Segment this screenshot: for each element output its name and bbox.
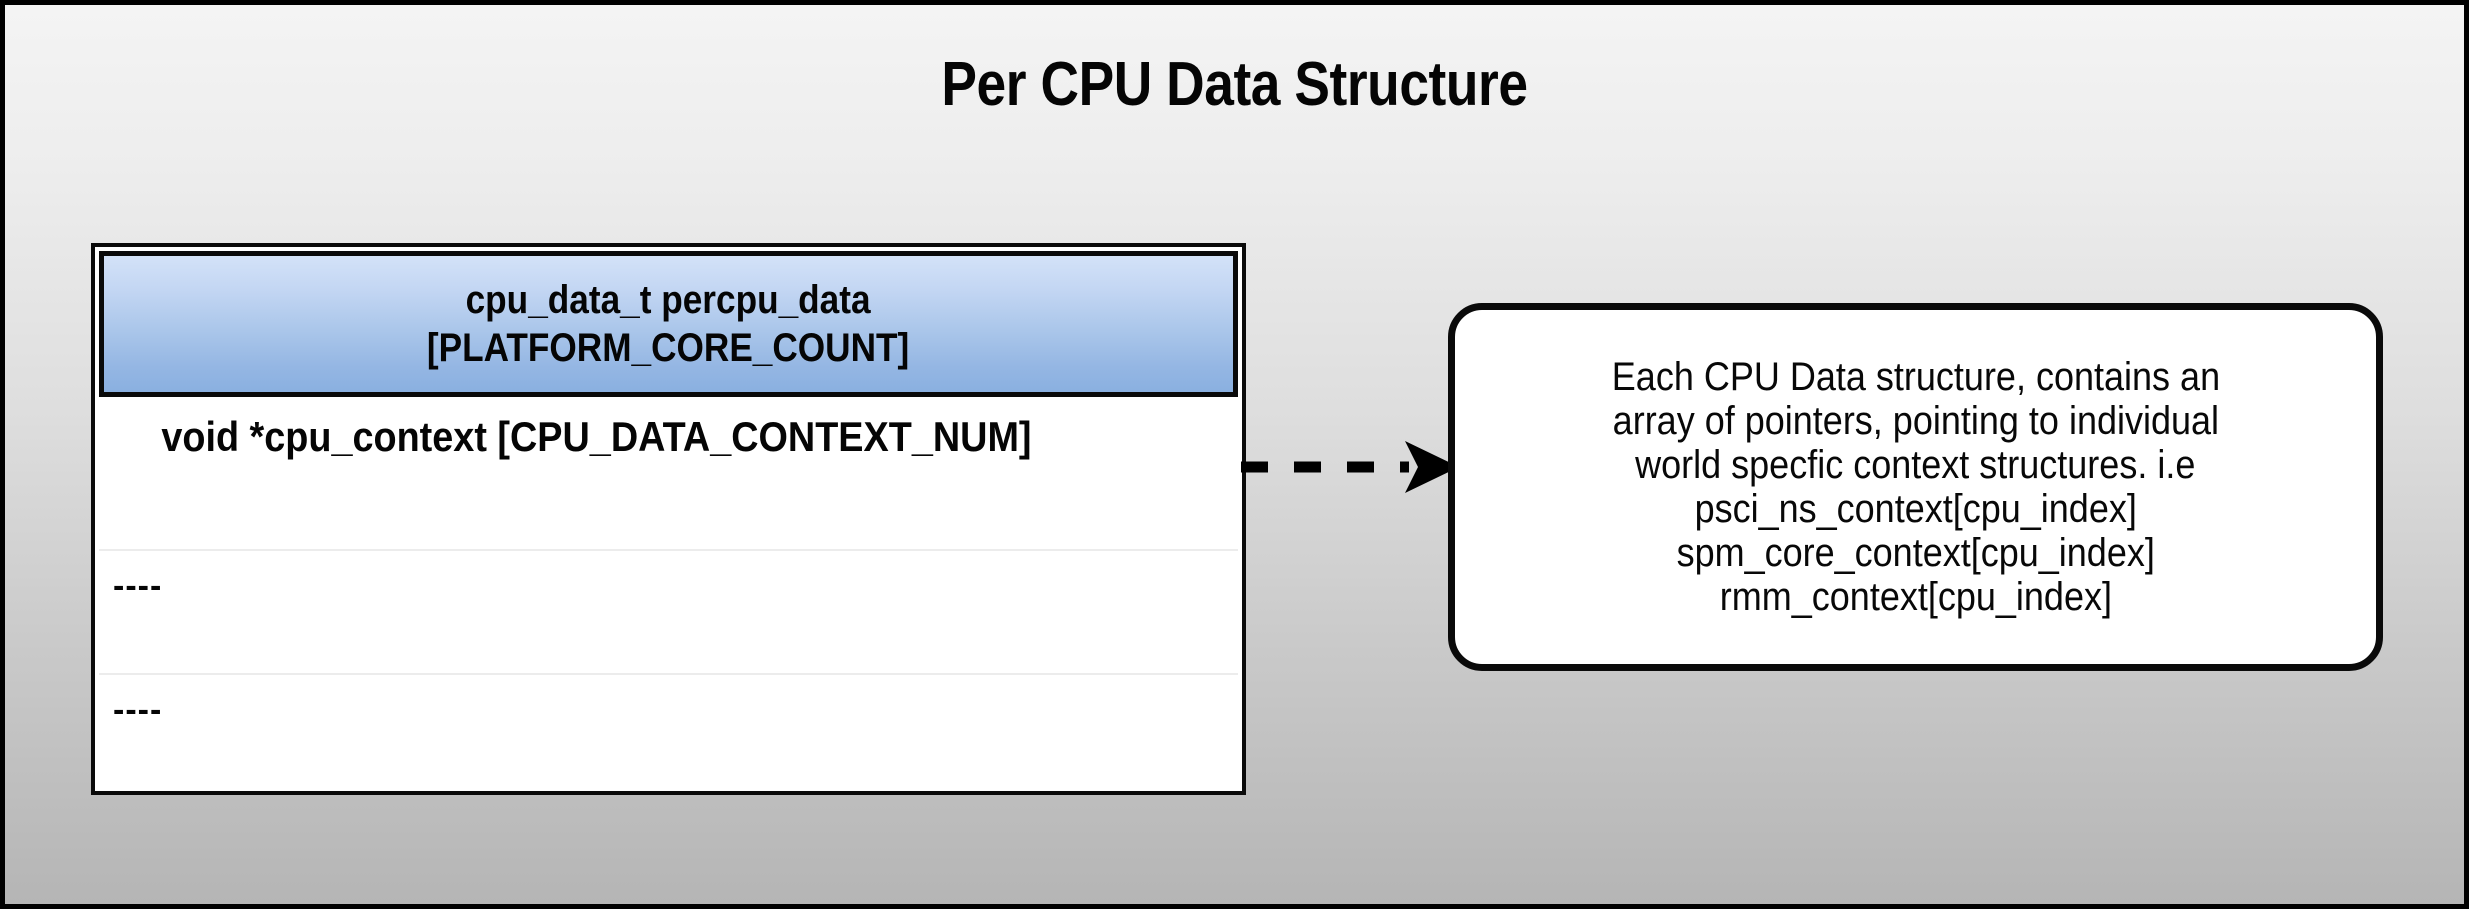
struct-row-placeholder-2: ---- xyxy=(99,673,1238,791)
dashed-arrow-connector xyxy=(1241,441,1459,493)
struct-row-cpu-context: void *cpu_context [CPU_DATA_CONTEXT_NUM] xyxy=(99,397,1238,549)
struct-header-line-1: cpu_data_t percpu_data xyxy=(466,278,871,322)
callout-line: Each CPU Data structure, contains an xyxy=(1611,355,2220,399)
callout-line: spm_core_context[cpu_index] xyxy=(1676,531,2155,575)
callout-line: world specfic context structures. i.e xyxy=(1635,443,2196,487)
struct-row-label: void *cpu_context [CPU_DATA_CONTEXT_NUM] xyxy=(161,413,1032,460)
callout-line: psci_ns_context[cpu_index] xyxy=(1694,487,2137,531)
struct-header-line-2: [PLATFORM_CORE_COUNT] xyxy=(427,326,910,370)
callout-box: Each CPU Data structure, contains an arr… xyxy=(1448,303,2383,671)
page-title: Per CPU Data Structure xyxy=(941,50,1528,119)
per-cpu-data-struct-table: cpu_data_t percpu_data [PLATFORM_CORE_CO… xyxy=(91,243,1246,795)
callout-line: rmm_context[cpu_index] xyxy=(1719,575,2112,619)
struct-row-placeholder-1: ---- xyxy=(99,549,1238,673)
callout-line: array of pointers, pointing to individua… xyxy=(1612,399,2219,443)
struct-header-cell: cpu_data_t percpu_data [PLATFORM_CORE_CO… xyxy=(99,251,1238,397)
struct-row-label: ---- xyxy=(113,691,163,729)
struct-row-label: ---- xyxy=(113,567,163,605)
